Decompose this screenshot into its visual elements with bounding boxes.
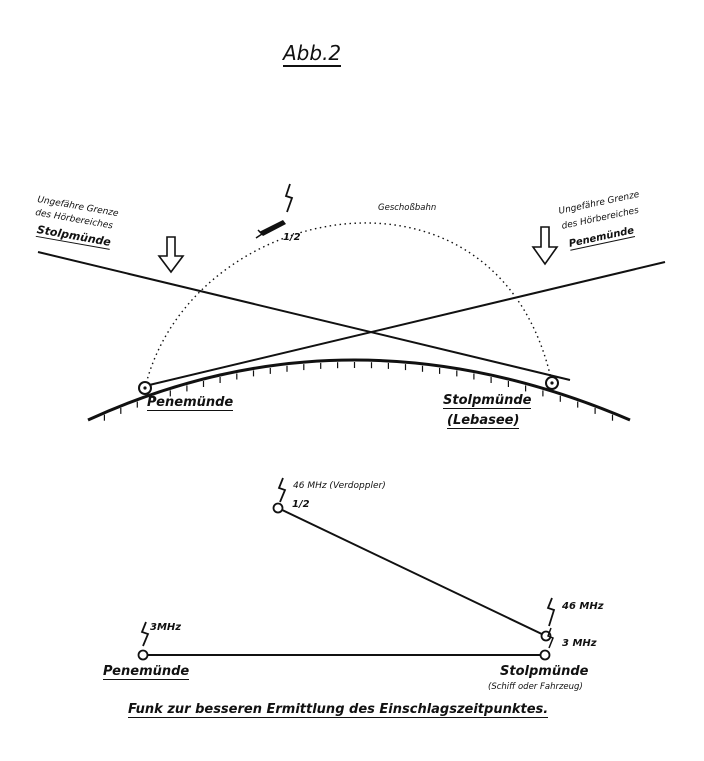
lightning-icon-stolp-3 <box>547 627 554 649</box>
stolp-frequency-3: 3 MHz <box>562 638 597 649</box>
radio-link-diagonal <box>277 507 547 637</box>
relay-node <box>272 502 284 514</box>
figure-caption: Funk zur besseren Ermittlung des Einschl… <box>128 702 549 719</box>
range-line-stolpmuende <box>37 251 571 381</box>
arrow-right <box>531 226 559 266</box>
stolp-frequency-46: 46 MHz <box>562 601 604 612</box>
upper-site-stolpmuende-sub: (Lebasee) <box>447 413 520 430</box>
earth-curve <box>87 358 631 422</box>
lightning-icon-stolp-46 <box>546 597 556 627</box>
trajectory-path <box>144 222 553 389</box>
earth-ticks <box>103 362 614 421</box>
node-stolpmuende-lower <box>539 649 551 661</box>
trajectory-label: Geschoßbahn <box>378 203 437 213</box>
lightning-icon-penemuende <box>140 621 150 647</box>
upper-site-penemuende: Penemünde <box>147 395 234 412</box>
relay-frequency: 46 MHz (Verdoppler) <box>293 481 386 491</box>
lightning-icon-relay <box>277 477 287 503</box>
lower-site-stolpmuende: Stolpmünde <box>500 664 589 679</box>
rocket-icon <box>255 220 286 239</box>
penemuende-frequency: 3MHz <box>150 622 182 633</box>
lower-site-stolpmuende-sub: (Schiff oder Fahrzeug) <box>488 682 583 692</box>
relay-fraction: 1/2 <box>292 499 310 510</box>
range-line-penemuende <box>144 261 666 387</box>
lower-site-penemuende: Penemünde <box>103 664 190 681</box>
rocket-fraction: 1/2 <box>283 232 301 243</box>
lightning-icon <box>284 183 294 213</box>
node-penemuende <box>137 649 149 661</box>
arrow-left <box>157 236 185 274</box>
upper-site-stolpmuende: Stolpmünde <box>443 393 532 410</box>
figure-title: Abb.2 <box>283 41 342 67</box>
